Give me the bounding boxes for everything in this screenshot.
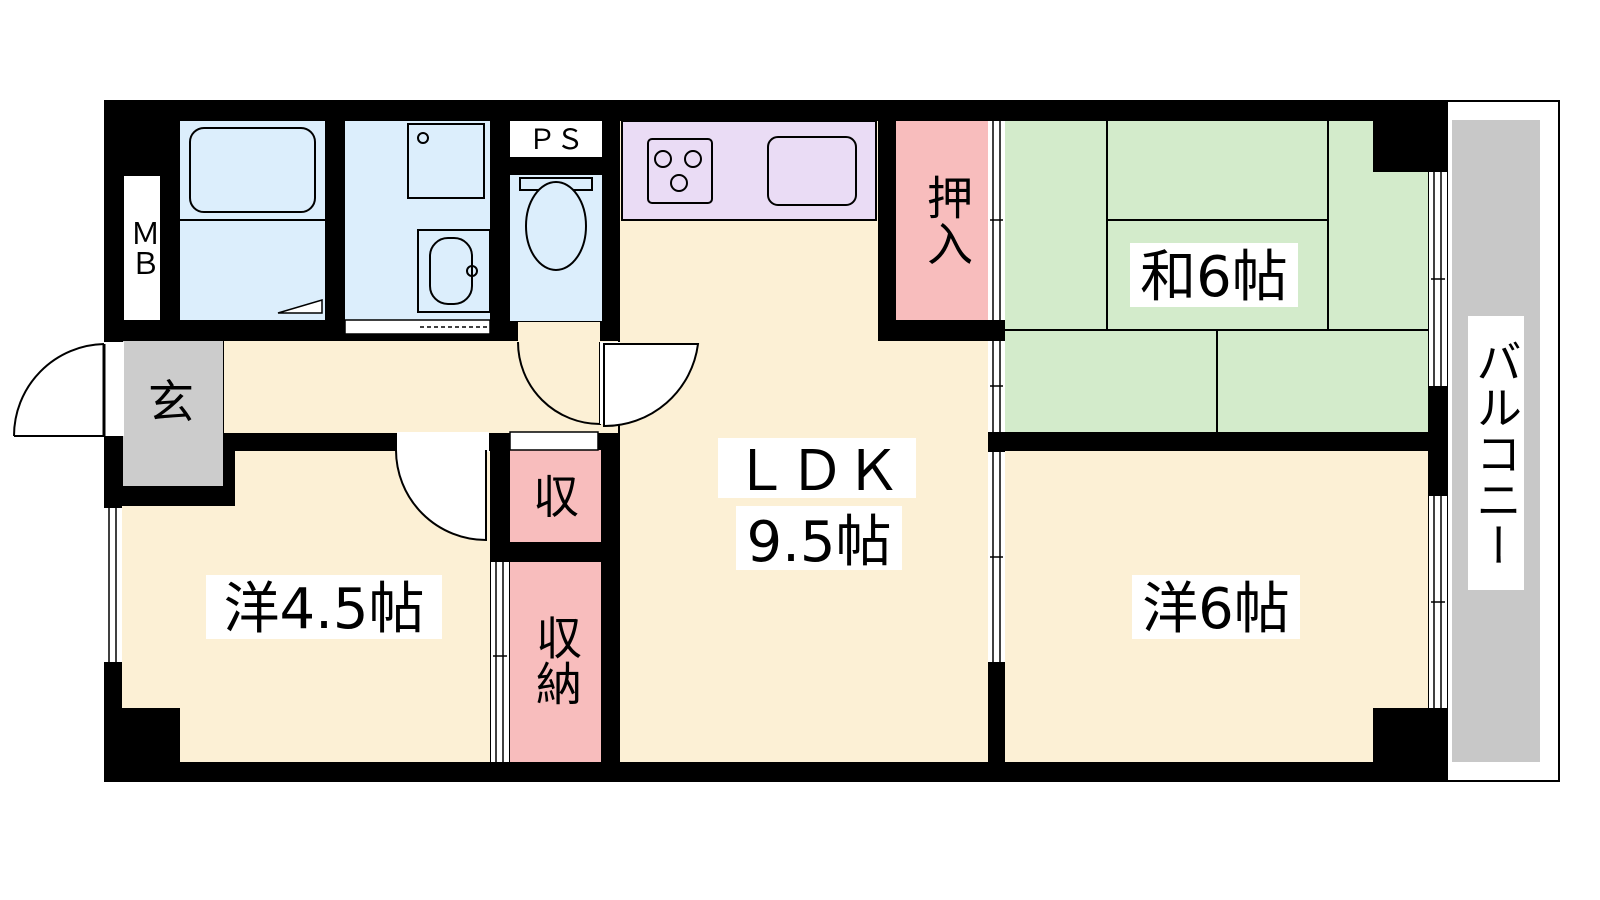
- window-western-room-b: [1429, 496, 1447, 708]
- ldk-size-label-plate: [736, 506, 902, 570]
- ps-label: ＰＳ: [528, 123, 584, 156]
- entrance-opening: [104, 342, 124, 436]
- ps-area: [510, 121, 602, 157]
- bathtub: [189, 127, 316, 213]
- toilet-door-gap: [518, 322, 600, 342]
- japanese-room-label-plate: [1130, 243, 1298, 307]
- faucet-mark: [466, 265, 478, 277]
- hallway-floor: [224, 341, 618, 433]
- stove: [647, 138, 713, 204]
- sliding-door-oshiire: [988, 121, 1005, 320]
- western-room-a-label-plate: [206, 575, 442, 639]
- western-room-b-label-plate: [1132, 575, 1300, 639]
- ldk-size-label: 9.5帖: [746, 510, 891, 575]
- entrance-door-swing: [13, 343, 105, 437]
- room-a-door-gap: [397, 432, 489, 452]
- sliding-door-western-room-b: [988, 452, 1005, 662]
- japanese-room-label: 和6帖: [1140, 245, 1288, 310]
- storage-door-gap: [509, 431, 599, 451]
- bath-door-mark: [277, 298, 323, 314]
- storage-small-label: 収: [533, 470, 579, 524]
- window-room-a: [104, 508, 122, 662]
- oshiire-label: 押入: [920, 174, 974, 266]
- storage-closet-floor: [510, 562, 601, 762]
- balcony-label-plate: [1468, 316, 1524, 590]
- sliding-door-japanese-room: [988, 341, 1005, 432]
- storage-small-floor: [510, 450, 601, 542]
- sliding-door-storage: [491, 562, 509, 762]
- balcony-label: バルコニー: [1469, 338, 1523, 568]
- oshiire-floor: [896, 121, 988, 320]
- western-room-b-label: 洋6帖: [1142, 577, 1290, 642]
- vanity-basin: [429, 237, 473, 305]
- ldk-name-label: ＬＤＫ: [733, 439, 901, 504]
- kitchen-sink: [767, 136, 857, 206]
- toilet-bowl: [525, 181, 587, 271]
- toilet-door-swing: [517, 341, 601, 426]
- mb-area: [124, 176, 160, 320]
- window-japanese-room: [1429, 172, 1447, 386]
- washroom-threshold: [344, 319, 491, 335]
- western-room-a-label: 洋4.5帖: [223, 577, 424, 642]
- storage-closet-label: 収納: [529, 614, 583, 706]
- entrance-label: 玄: [148, 375, 194, 429]
- stove-burners: [654, 150, 702, 192]
- ldk-label-plate: [718, 438, 916, 498]
- tatami-mat-lines: [1005, 121, 1428, 432]
- room-a-door-swing: [395, 449, 487, 542]
- entrance-floor: [123, 341, 223, 486]
- mb-label: ＭＢ: [125, 218, 160, 278]
- washing-machine-pan: [407, 123, 485, 199]
- ldk-door-swing: [603, 343, 700, 428]
- drain-mark: [417, 132, 429, 144]
